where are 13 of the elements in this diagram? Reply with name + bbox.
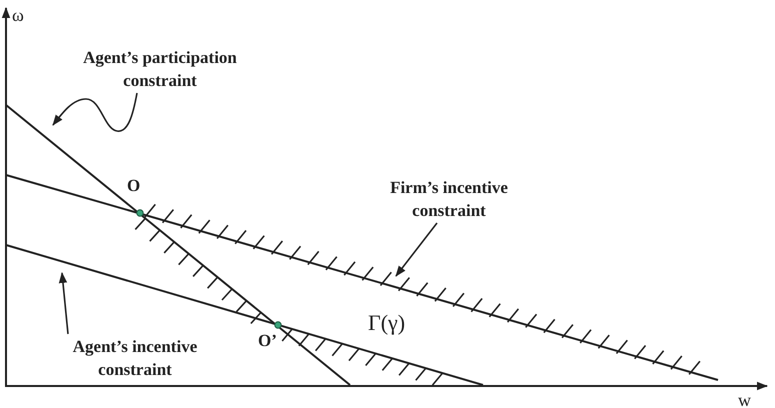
point-label: O (127, 177, 140, 194)
callout-text: Agent’s incentive constraint (52, 335, 218, 381)
leader-arrow (395, 222, 438, 277)
constraint-line (6, 244, 484, 386)
constraint-line (6, 174, 718, 381)
axis-label: w (738, 391, 751, 408)
callout-text: Agent’s participation constraint (62, 46, 258, 92)
point-label: O’ (258, 332, 277, 349)
axis-label: ω (12, 6, 24, 24)
constraint-line (5, 104, 351, 386)
region-label: Γ(γ) (368, 312, 406, 334)
leader-arrow (58, 272, 69, 334)
callout-text: Firm’s incentive constraint (366, 176, 532, 222)
